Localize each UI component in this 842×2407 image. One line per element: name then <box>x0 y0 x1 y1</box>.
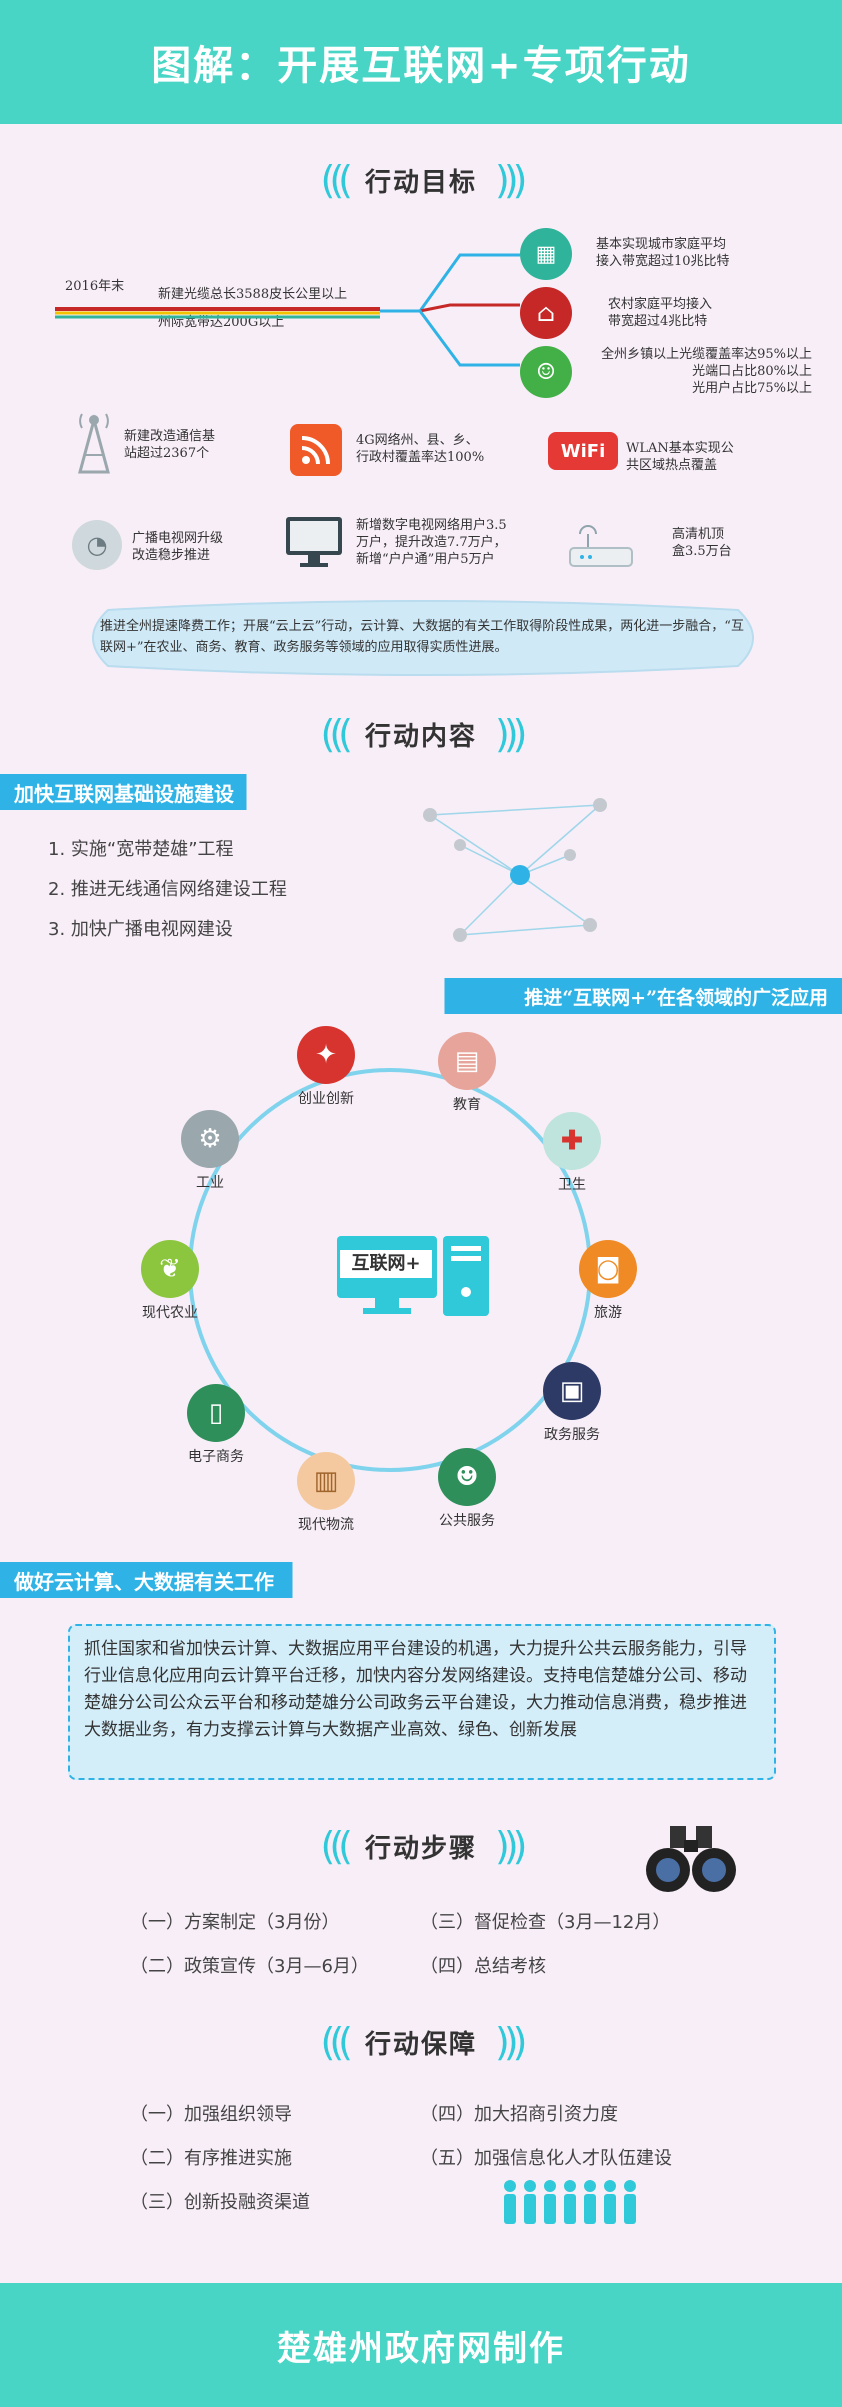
summary-cloud-shape <box>92 600 754 676</box>
signal-waves-right-icon: ))) <box>495 158 528 202</box>
app-item: ☻ 公共服务 <box>407 1448 527 1530</box>
binoculars-icon <box>646 1826 736 1892</box>
people-group-icon <box>504 2180 636 2224</box>
section-goals-title: ((( 行动目标 ))) <box>0 150 842 210</box>
steps-heading: 行动步骤 <box>364 1833 477 1864</box>
cloud-bar: 做好云计算、大数据有关工作 <box>0 1562 340 1598</box>
goal-city-bandwidth: 基本实现城市家庭平均 接入带宽超过10兆比特 <box>596 237 730 269</box>
app-label: 电子商务 <box>188 1449 244 1465</box>
gear-icon: ⚙ <box>181 1110 239 1168</box>
guarantee-item: （五）加强信息化人才队伍建设 <box>420 2148 672 2169</box>
wifi-icon: WiFi <box>548 432 618 470</box>
content-heading: 行动内容 <box>364 721 477 752</box>
tower-icon <box>78 413 110 474</box>
stat-stb: 高清机顶 盒3.5万台 <box>672 527 732 559</box>
app-item: ✚ 卫生 <box>512 1112 632 1194</box>
app-label: 教育 <box>453 1097 481 1113</box>
section-content-title: ((( 行动内容 ))) <box>0 704 842 764</box>
network-illustration <box>423 798 607 942</box>
goal-fiber-coverage: 全州乡镇以上光缆覆盖率达95%以上 光端口占比80%以上 光用户占比75%以上 <box>601 347 812 396</box>
step-item: （一）方案制定（3月份） <box>130 1912 340 1933</box>
guarantee-item: （四）加大招商引资力度 <box>420 2104 618 2125</box>
users-icon: ☺ <box>520 346 572 398</box>
signal-waves-left-icon: ((( <box>320 1824 354 1868</box>
app-item: ▥ 现代物流 <box>266 1452 386 1534</box>
center-label: 互联网+ <box>340 1250 432 1278</box>
medical-cross-icon: ✚ <box>543 1112 601 1170</box>
stat-broadcast: 广播电视网升级 改造稳步推进 <box>132 531 224 563</box>
signal-waves-left-icon: ((( <box>320 712 354 756</box>
section-steps-title: ((( 行动步骤 ))) <box>0 1816 842 1876</box>
app-label: 公共服务 <box>439 1513 495 1529</box>
cloud-text: 抓住国家和省加快云计算、大数据应用平台建设的机遇，大力提升公共云服务能力，引导行… <box>68 1624 776 1780</box>
app-item: ⚙ 工业 <box>150 1110 270 1192</box>
guarantee-item: （一）加强组织领导 <box>130 2104 292 2125</box>
app-label: 旅游 <box>594 1305 622 1321</box>
sprout-icon: ❦ <box>141 1240 199 1298</box>
footer-credit: 楚雄州政府网制作 <box>0 2283 842 2407</box>
list-item: 2. 推进无线通信网络建设工程 <box>48 879 287 900</box>
page-title: 图解：开展互联网+专项行动 <box>0 0 842 124</box>
goals-heading: 行动目标 <box>364 167 477 198</box>
app-item: ▤ 教育 <box>407 1032 527 1114</box>
app-item: ▣ 政务服务 <box>512 1362 632 1444</box>
app-label: 政务服务 <box>544 1427 600 1443</box>
lightbulb-icon: ✦ <box>297 1026 355 1084</box>
signal-waves-left-icon: ((( <box>320 2020 354 2064</box>
staff-icon: ☻ <box>438 1448 496 1506</box>
timeline-line1: 新建光缆总长3588皮长公里以上 <box>158 287 348 302</box>
guarantee-heading: 行动保障 <box>364 2029 477 2060</box>
list-item: 3. 加快广播电视网建设 <box>48 919 233 940</box>
stat-base-stations: 新建改造通信基 站超过2367个 <box>124 429 216 461</box>
package-icon: ▥ <box>297 1452 355 1510</box>
infra-bar: 加快互联网基础设施建设 <box>0 774 290 810</box>
app-item: ◙ 旅游 <box>548 1240 668 1322</box>
book-icon: ▤ <box>438 1032 496 1090</box>
app-label: 现代农业 <box>142 1305 198 1321</box>
apps-bar: 推进“互联网+”在各领域的广泛应用 <box>410 978 842 1014</box>
timeline-year: 2016年末 <box>65 279 125 294</box>
signal-waves-right-icon: ))) <box>495 1824 528 1868</box>
stat-4g-coverage: 4G网络州、县、乡、 行政村覆盖率达100% <box>356 433 485 465</box>
timeline-line2: 州际宽带达200G以上 <box>158 315 285 330</box>
house-icon: ⌂ <box>520 287 572 339</box>
signal-waves-right-icon: ))) <box>495 712 528 756</box>
app-item: ▯ 电子商务 <box>156 1384 276 1466</box>
signal-waves-left-icon: ((( <box>320 158 354 202</box>
taxi-icon: ◙ <box>579 1240 637 1298</box>
goal-rural-bandwidth: 农村家庭平均接入 带宽超过4兆比特 <box>608 297 713 329</box>
signal-waves-right-icon: ))) <box>495 2020 528 2064</box>
timeline-lines <box>55 253 520 367</box>
phone-icon: ▯ <box>187 1384 245 1442</box>
app-label: 现代物流 <box>298 1517 354 1533</box>
briefcase-icon: ▣ <box>543 1362 601 1420</box>
building-icon: ▦ <box>520 228 572 280</box>
set-top-box-icon <box>569 525 633 567</box>
goals-summary: 推进全州提速降费工作；开展“云上云”行动，云计算、大数据的有关工作取得阶段性成果… <box>100 619 744 655</box>
step-item: （三）督促检查（3月—12月） <box>420 1912 671 1933</box>
list-item: 1. 实施“宽带楚雄”工程 <box>48 839 234 860</box>
infra-list: 1. 实施“宽带楚雄”工程 2. 推进无线通信网络建设工程 3. 加快广播电视网… <box>48 830 287 950</box>
app-label: 工业 <box>196 1175 224 1191</box>
satellite-dish-icon: ◔ <box>72 520 122 570</box>
step-item: （四）总结考核 <box>420 1956 546 1977</box>
app-label: 创业创新 <box>298 1091 354 1107</box>
monitor-icon <box>286 517 342 567</box>
guarantee-item: （三）创新投融资渠道 <box>130 2192 310 2213</box>
stat-wlan: WLAN基本实现公 共区域热点覆盖 <box>626 441 734 473</box>
stat-digital-tv: 新增数字电视网络用户3.5 万户，提升改造7.7万户， 新增“户户通”用户5万户 <box>356 518 507 567</box>
app-label: 卫生 <box>558 1177 586 1193</box>
section-guarantee-title: ((( 行动保障 ))) <box>0 2012 842 2072</box>
rss-icon <box>290 424 342 476</box>
guarantee-item: （二）有序推进实施 <box>130 2148 292 2169</box>
app-item: ❦ 现代农业 <box>110 1240 230 1322</box>
app-item: ✦ 创业创新 <box>266 1026 386 1108</box>
step-item: （二）政策宣传（3月—6月） <box>130 1956 369 1977</box>
